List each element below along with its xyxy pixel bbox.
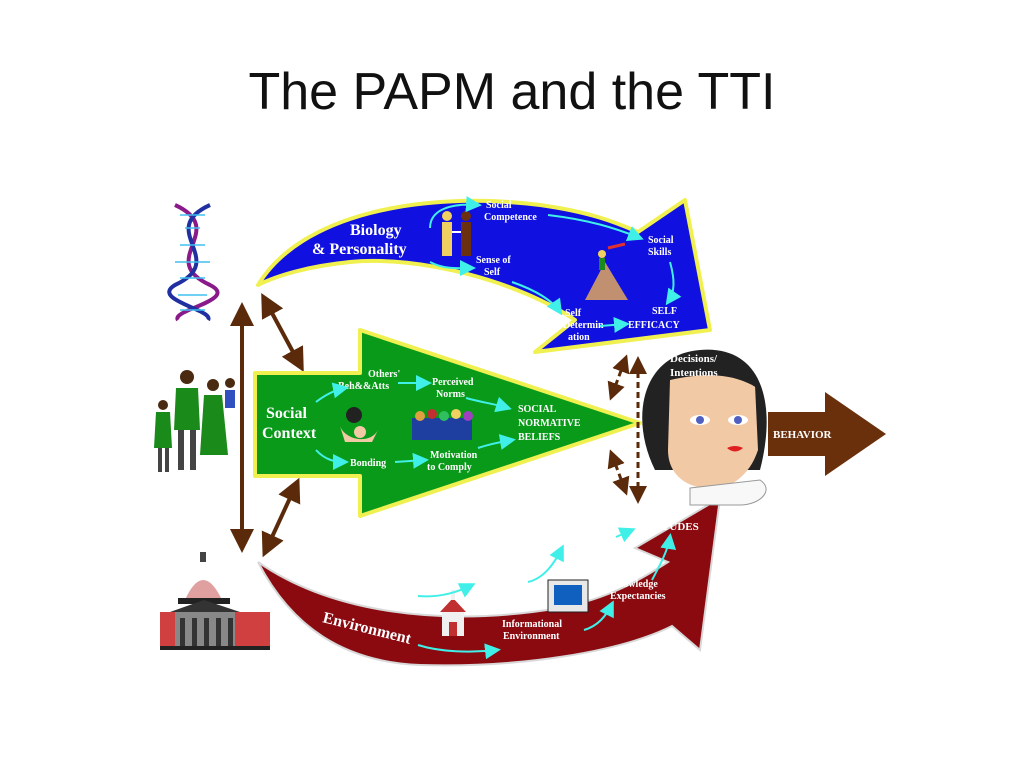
- social-competence-2: Competence: [484, 212, 537, 223]
- snb-3: BELIEFS: [518, 432, 561, 443]
- mother-child-icon: [340, 407, 378, 442]
- motivation-1: Motivation: [430, 450, 478, 461]
- handshake-icon: [442, 211, 471, 256]
- snb-1: SOCIAL: [518, 404, 557, 415]
- values-2: Evaluations: [565, 538, 616, 549]
- dna-helix-icon: [167, 203, 220, 322]
- self-determination-3: ation: [568, 332, 590, 343]
- self-efficacy-1: SELF: [652, 306, 677, 317]
- values-1: Values: [574, 526, 602, 537]
- others-2: Beh&&Atts: [338, 381, 389, 392]
- woman-face-icon: [642, 349, 767, 506]
- cultural-title-1: Cultural: [344, 588, 403, 605]
- biology-title-1: Biology: [350, 222, 402, 239]
- snb-2: NORMATIVE: [518, 418, 581, 429]
- social-skills-2: Skills: [648, 247, 671, 258]
- self-efficacy-to-decision-arrow: [607, 354, 630, 401]
- attitudes-to-decision-arrow: [607, 449, 630, 496]
- sense-of-self-1: Sense of: [476, 255, 511, 266]
- knowledge-1: Knowledge: [610, 579, 658, 590]
- self-efficacy-2: EFFICACY: [628, 320, 680, 331]
- crowd-icon: [412, 409, 473, 440]
- family-icon: [154, 370, 235, 472]
- behavior-label: BEHAVIOR: [773, 429, 833, 441]
- church-icon: [440, 590, 466, 636]
- mountain-climber-icon: [585, 242, 628, 300]
- biology-title-2: & Personality: [312, 241, 407, 258]
- self-determination-2: Determin-: [563, 320, 607, 331]
- motivation-2: to Comply: [427, 462, 472, 473]
- social-title-1: Social: [266, 405, 307, 422]
- sense-of-self-2: Self: [484, 267, 501, 278]
- others-1: Others': [368, 369, 400, 380]
- social-title-2: Context: [262, 425, 317, 442]
- perceived-2: Norms: [436, 389, 465, 400]
- culture-2: Religion: [476, 583, 512, 594]
- self-determination-1: Self: [565, 308, 582, 319]
- page-title: The PAPM and the TTI: [248, 63, 776, 121]
- bio-social-link-arrow: [261, 292, 304, 373]
- attitudes-label: ATTITUDES: [636, 521, 699, 533]
- computer-icon: [547, 579, 589, 613]
- knowledge-2: Expectancies: [610, 591, 666, 602]
- culture-1: Culture: [478, 571, 512, 582]
- social-cultural-link-arrow: [261, 477, 301, 558]
- decisions-label: Decisions/: [670, 353, 718, 365]
- social-competence-1: Social: [486, 200, 512, 211]
- intentions-label: Intentions: [670, 367, 718, 379]
- behavior-arrow-shape: [768, 392, 886, 476]
- capitol-building-icon: [160, 552, 270, 650]
- info-1: Informational: [502, 619, 562, 630]
- social-skills-1: Social: [648, 235, 674, 246]
- perceived-1: Perceived: [432, 377, 474, 388]
- cultural-arrow-shape: [257, 496, 722, 667]
- info-2: Environment: [503, 631, 560, 642]
- bonding-label: Bonding: [350, 458, 386, 469]
